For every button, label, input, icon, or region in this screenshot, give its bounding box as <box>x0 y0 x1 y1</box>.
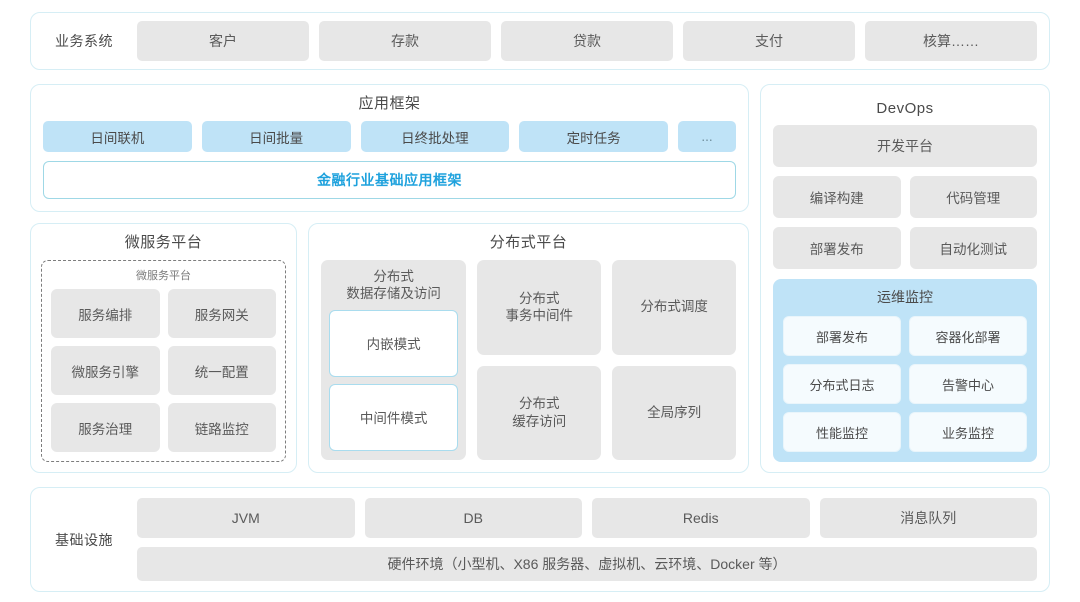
microservice-platform-title: 微服务平台 <box>124 234 203 251</box>
devops-item[interactable]: 自动化测试 <box>909 227 1037 269</box>
business-systems-label: 业务系统 <box>55 33 113 49</box>
distributed-item-line1: 分布式调度 <box>640 299 708 315</box>
devops-row: 编译构建 代码管理 <box>773 176 1037 218</box>
microservice-item[interactable]: 微服务引擎 <box>51 346 160 395</box>
business-system-item[interactable]: 存款 <box>319 21 491 61</box>
business-system-item[interactable]: 核算…… <box>865 21 1037 61</box>
ops-monitoring-panel: 运维监控 部署发布 容器化部署 分布式日志 告警中心 性能监控 业务监控 <box>773 279 1037 462</box>
business-systems-items: 客户 存款 贷款 支付 核算…… <box>137 21 1037 61</box>
distributed-item[interactable]: 分布式调度 <box>612 260 736 355</box>
distributed-item-line1: 分布式 <box>518 290 560 306</box>
distributed-item[interactable]: 全局序列 <box>612 365 736 460</box>
devops-platform-item[interactable]: 开发平台 <box>773 125 1037 167</box>
application-framework-pills: 日间联机 日间批量 日终批处理 定时任务 ... <box>43 121 736 152</box>
distributed-item-line1: 全局序列 <box>647 404 702 420</box>
business-system-item[interactable]: 贷款 <box>501 21 673 61</box>
microservice-platform-panel: 微服务平台 微服务平台 服务编排 服务网关 微服务引擎 统一配置 服务治理 链路… <box>30 223 297 473</box>
infrastructure-item[interactable]: DB <box>364 498 582 538</box>
distributed-platform-body: 分布式 数据存储及访问 内嵌模式 中间件模式 分布式事务中间件 分布式调度 <box>321 260 736 460</box>
microservice-grid: 服务编排 服务网关 微服务引擎 统一配置 服务治理 链路监控 <box>51 289 276 452</box>
devops-item[interactable]: 部署发布 <box>773 227 901 269</box>
infrastructure-items: JVM DB Redis 消息队列 <box>137 498 1037 538</box>
business-system-item[interactable]: 客户 <box>137 21 309 61</box>
infrastructure-item[interactable]: 消息队列 <box>819 498 1037 538</box>
distributed-storage-title: 分布式 数据存储及访问 <box>329 268 458 310</box>
devops-panel: DevOps 开发平台 编译构建 代码管理 部署发布 自动化测试 运维监控 部署… <box>760 84 1050 473</box>
business-system-item[interactable]: 支付 <box>683 21 855 61</box>
ops-monitoring-title: 运维监控 <box>877 289 933 305</box>
distributed-item[interactable]: 分布式事务中间件 <box>477 260 602 355</box>
infrastructure-item[interactable]: JVM <box>137 498 355 538</box>
ops-monitoring-grid: 部署发布 容器化部署 分布式日志 告警中心 性能监控 业务监控 <box>783 316 1027 452</box>
infrastructure-body: JVM DB Redis 消息队列 硬件环境（小型机、X86 服务器、虚拟机、云… <box>137 498 1037 581</box>
devops-item[interactable]: 编译构建 <box>773 176 901 218</box>
distributed-cells-grid: 分布式事务中间件 分布式调度 分布式缓存访问 全局序列 <box>477 260 736 460</box>
app-framework-item[interactable]: 定时任务 <box>519 121 668 152</box>
devops-title: DevOps <box>876 100 934 117</box>
infrastructure-item[interactable]: Redis <box>592 498 810 538</box>
middle-left-column: 应用框架 日间联机 日间批量 日终批处理 定时任务 ... 金融行业基础应用框架… <box>30 84 749 473</box>
business-systems-panel: 业务系统 客户 存款 贷款 支付 核算…… <box>30 12 1050 70</box>
hardware-environment-item[interactable]: 硬件环境（小型机、X86 服务器、虚拟机、云环境、Docker 等） <box>137 547 1037 581</box>
ops-monitoring-item[interactable]: 告警中心 <box>909 364 1027 404</box>
microservice-item[interactable]: 服务编排 <box>51 289 160 338</box>
distributed-storage-card[interactable]: 分布式 数据存储及访问 内嵌模式 中间件模式 <box>321 260 467 460</box>
distributed-item-line2: 缓存访问 <box>512 413 567 429</box>
distributed-platform-title: 分布式平台 <box>489 234 568 251</box>
microservice-item[interactable]: 服务治理 <box>51 403 160 452</box>
microservice-item[interactable]: 链路监控 <box>167 403 276 452</box>
microservice-inner-title: 微服务平台 <box>136 270 191 282</box>
devops-row: 部署发布 自动化测试 <box>773 227 1037 269</box>
financial-base-framework: 金融行业基础应用框架 <box>43 161 736 199</box>
microservice-item[interactable]: 统一配置 <box>167 346 276 395</box>
devops-top-group: 开发平台 编译构建 代码管理 部署发布 自动化测试 <box>773 125 1037 279</box>
ops-monitoring-item[interactable]: 性能监控 <box>783 412 901 452</box>
distributed-storage-title-line1: 分布式 <box>373 269 414 284</box>
application-framework-panel: 应用框架 日间联机 日间批量 日终批处理 定时任务 ... 金融行业基础应用框架 <box>30 84 749 212</box>
app-framework-item[interactable]: 日终批处理 <box>360 121 510 152</box>
microservice-item[interactable]: 服务网关 <box>167 289 276 338</box>
ops-monitoring-item[interactable]: 容器化部署 <box>909 316 1027 356</box>
storage-mode-embedded[interactable]: 内嵌模式 <box>329 309 459 377</box>
app-framework-item[interactable]: 日间批量 <box>201 121 351 152</box>
storage-mode-middleware[interactable]: 中间件模式 <box>329 383 459 451</box>
ops-monitoring-item[interactable]: 业务监控 <box>909 412 1027 452</box>
middle-section: 应用框架 日间联机 日间批量 日终批处理 定时任务 ... 金融行业基础应用框架… <box>30 84 1050 473</box>
distributed-platform-panel: 分布式平台 分布式 数据存储及访问 内嵌模式 中间件模式 <box>308 223 749 473</box>
microservice-inner-box: 微服务平台 服务编排 服务网关 微服务引擎 统一配置 服务治理 链路监控 <box>41 260 286 462</box>
platforms-row: 微服务平台 微服务平台 服务编排 服务网关 微服务引擎 统一配置 服务治理 链路… <box>30 223 749 473</box>
distributed-storage-title-line2: 数据存储及访问 <box>346 286 441 302</box>
ops-monitoring-item[interactable]: 部署发布 <box>783 316 901 356</box>
app-framework-item[interactable]: 日间联机 <box>43 121 192 152</box>
ops-monitoring-item[interactable]: 分布式日志 <box>783 364 901 404</box>
distributed-item-line2: 事务中间件 <box>505 308 573 324</box>
application-framework-title: 应用框架 <box>358 95 421 112</box>
distributed-item-line1: 分布式 <box>518 396 560 412</box>
distributed-item[interactable]: 分布式缓存访问 <box>477 365 602 460</box>
infrastructure-label: 基础设施 <box>55 531 113 548</box>
devops-item[interactable]: 代码管理 <box>909 176 1037 218</box>
infrastructure-panel: 基础设施 JVM DB Redis 消息队列 硬件环境（小型机、X86 服务器、… <box>30 487 1050 592</box>
app-framework-more[interactable]: ... <box>678 121 736 152</box>
